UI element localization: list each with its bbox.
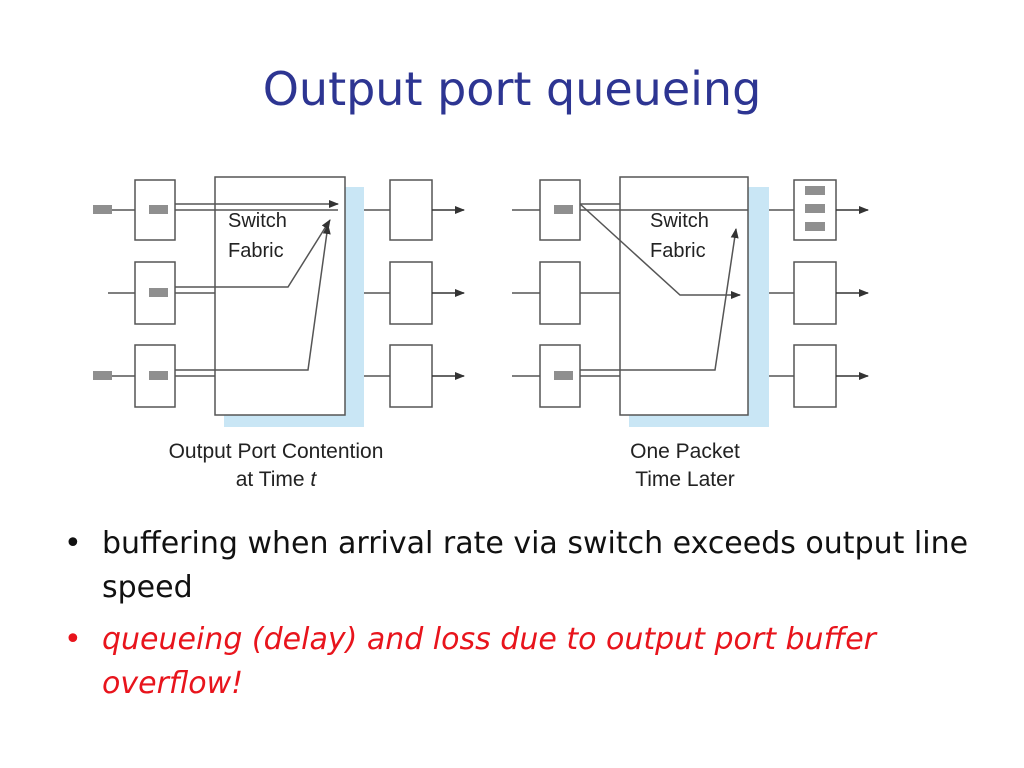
bullet-text: buffering when arrival rate via switch e… [102, 526, 969, 605]
left-output-port-1 [389, 179, 433, 241]
left-input-packet-2 [149, 288, 168, 297]
left-switch-fabric [214, 176, 346, 416]
right-fabric-label-line2: Fabric [650, 240, 706, 262]
left-input-packet-3 [149, 371, 168, 380]
right-output-queued-packet-2 [805, 204, 825, 213]
bullet-list: • buffering when arrival rate via switch… [60, 522, 980, 714]
left-panel: Switch Fabric [93, 176, 465, 491]
right-panel: Switch Fabric [512, 176, 869, 491]
left-caption-line1: Output Port Contention [169, 440, 384, 463]
left-output-port-3 [389, 344, 433, 408]
right-output-queued-packet-1 [805, 186, 825, 195]
output-port-queueing-diagram: Switch Fabric [93, 176, 869, 491]
right-output-queued-packet-3 [805, 222, 825, 231]
right-input-port-2 [539, 261, 581, 325]
bullet-marker: • [64, 622, 82, 657]
right-output-port-3 [793, 344, 837, 408]
left-fabric-label-line1: Switch [228, 210, 287, 232]
left-incoming-packet-1 [93, 205, 112, 214]
right-input-packet-1 [554, 205, 573, 214]
bullet-item-queueing-loss: • queueing (delay) and loss due to outpu… [60, 618, 980, 706]
left-caption-line2: at Time t [236, 468, 318, 491]
left-incoming-packet-3 [93, 371, 112, 380]
right-fabric-label-line1: Switch [650, 210, 709, 232]
bullet-text: queueing (delay) and loss due to output … [102, 622, 877, 701]
right-input-packet-3 [554, 371, 573, 380]
left-output-port-2 [389, 261, 433, 325]
left-caption-line2-var: t [310, 468, 317, 491]
left-caption-line2-prefix: at Time [236, 468, 311, 491]
right-path-3 [620, 228, 739, 371]
slide-title: Output port queueing [262, 62, 762, 116]
right-output-port-2 [793, 261, 837, 325]
right-caption-line1: One Packet [630, 440, 740, 463]
bullet-marker: • [64, 526, 82, 561]
left-path-3 [215, 224, 331, 371]
left-fabric-label-line2: Fabric [228, 240, 284, 262]
left-path-2 [215, 219, 331, 288]
right-path-1 [579, 203, 741, 299]
right-caption-line2: Time Later [635, 468, 735, 491]
bullet-item-buffering: • buffering when arrival rate via switch… [60, 522, 980, 610]
left-input-packet-1 [149, 205, 168, 214]
